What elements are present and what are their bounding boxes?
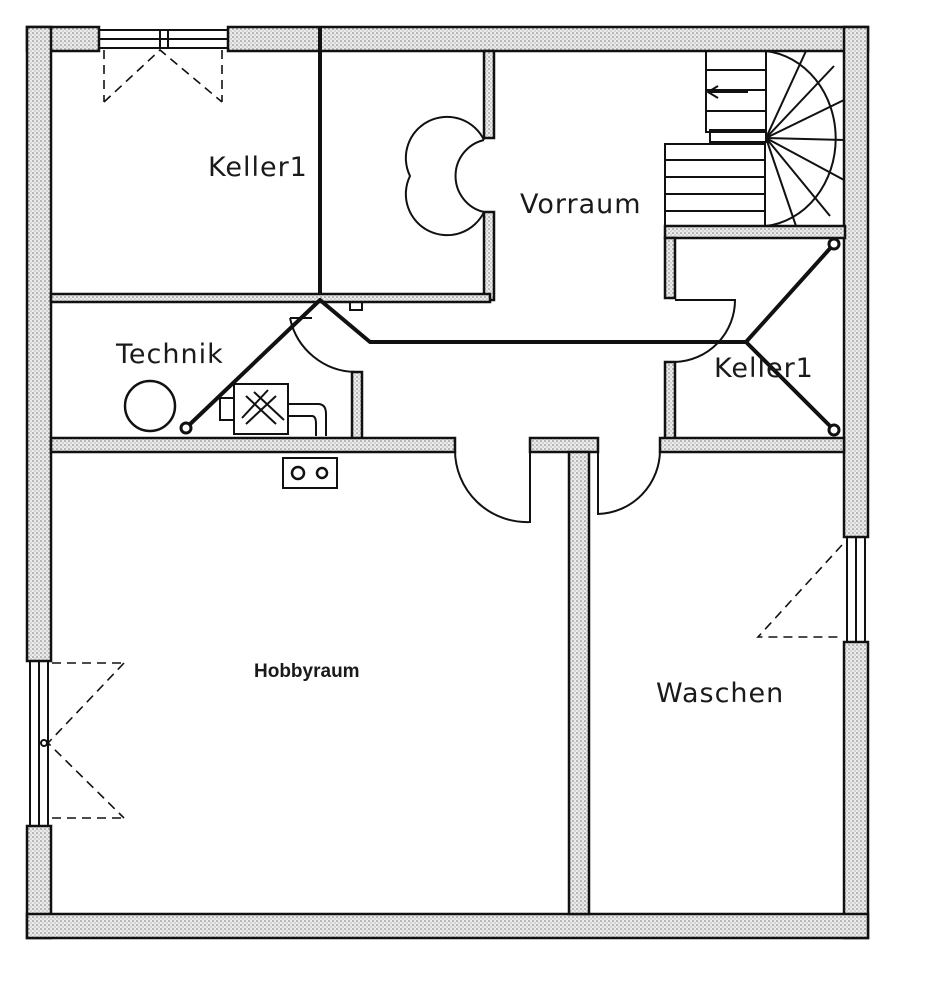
boiler-tank bbox=[123, 379, 177, 433]
outer-walls bbox=[25, 25, 870, 940]
room-label-waschen: Waschen bbox=[656, 678, 784, 709]
room-label-hobbyraum: Hobbyraum bbox=[254, 661, 360, 682]
window-left bbox=[29, 660, 125, 827]
staircase bbox=[664, 50, 845, 227]
sink-basin bbox=[282, 457, 338, 489]
heat-pump-unit bbox=[219, 383, 327, 436]
ventilation-pipes bbox=[179, 237, 841, 437]
window-right bbox=[756, 536, 866, 643]
door-hobbyraum bbox=[453, 449, 531, 524]
room-label-keller-left: Keller1 bbox=[208, 152, 308, 183]
room-label-keller-right: Keller1 bbox=[714, 353, 814, 384]
door-keller-vorraum bbox=[404, 115, 485, 237]
door-technik bbox=[289, 317, 357, 373]
room-label-technik: Technik bbox=[115, 339, 224, 370]
door-waschen bbox=[597, 449, 661, 516]
window-top bbox=[98, 29, 229, 103]
interior-walls bbox=[49, 27, 847, 916]
room-label-vorraum: Vorraum bbox=[520, 189, 642, 220]
